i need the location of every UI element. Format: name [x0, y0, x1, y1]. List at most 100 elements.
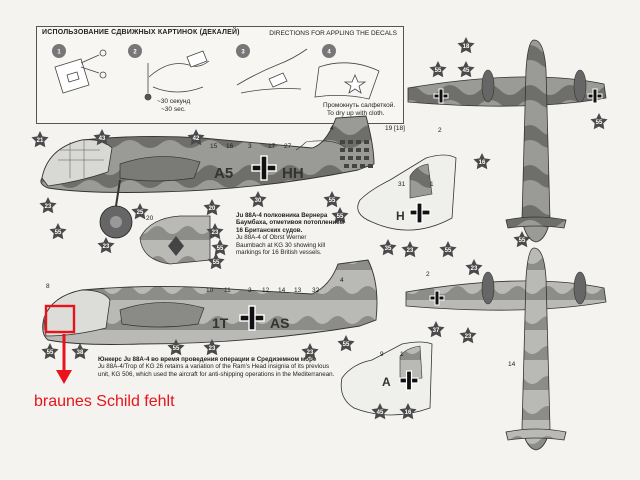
- svg-text:3: 3: [241, 50, 245, 56]
- lower-aircraft-side-view: 1T AS 8 10 11 3 12 14 13 32 4: [42, 259, 378, 384]
- svg-text:1: 1: [400, 351, 404, 358]
- svg-text:20: 20: [146, 215, 154, 222]
- decal-badge-55: 55: [323, 191, 341, 208]
- svg-text:2: 2: [426, 271, 430, 278]
- decal-badge-23: 23: [97, 237, 115, 254]
- decal-badge-23: 23: [301, 343, 319, 360]
- code-a5: A5: [214, 165, 233, 182]
- svg-text:27: 27: [284, 143, 292, 150]
- decal-badge-55: 55: [167, 339, 185, 356]
- decal-badge-label: 55: [343, 342, 350, 348]
- decal-badge-label: 23: [407, 248, 414, 254]
- decal-badge-23: 23: [203, 339, 221, 356]
- dry-text-en: To dry up with cloth.: [327, 110, 385, 117]
- svg-text:12: 12: [262, 287, 270, 294]
- decal-badge-label: 55: [47, 350, 54, 356]
- upper-aircraft-top-view: 2: [407, 39, 607, 243]
- decal-badge-label: 55: [217, 246, 224, 252]
- decal-badge-21: 21: [31, 131, 49, 148]
- svg-text:14: 14: [508, 361, 516, 368]
- step-2-badge: 2: [128, 44, 142, 58]
- decal-badge-55: 55: [429, 61, 447, 78]
- decal-badge-23: 23: [465, 259, 483, 276]
- missing-shield-annotation: braunes Schild fehlt: [34, 393, 175, 410]
- svg-text:2: 2: [133, 50, 137, 56]
- decal-badge-55: 55: [211, 239, 229, 256]
- svg-text:4: 4: [330, 125, 334, 132]
- decal-badge-55: 55: [331, 207, 349, 224]
- lower-caption: Юнкерс Ju 88A-4 во время проведения опер…: [98, 356, 335, 378]
- decal-badge-label: 23: [465, 334, 472, 340]
- decal-badge-label: 37: [433, 328, 440, 334]
- decal-badge-23: 23: [39, 197, 57, 214]
- decal-badge-label: 55: [55, 230, 62, 236]
- decal-badge-label: 55: [337, 214, 344, 220]
- decal-badge-label: 42: [193, 136, 200, 142]
- svg-text:1: 1: [430, 181, 434, 188]
- decal-badge-30: 30: [249, 191, 267, 208]
- code-as: AS: [270, 315, 289, 331]
- dry-text-ru: Промокнуть салфеткой.: [323, 101, 395, 109]
- svg-text:32: 32: [312, 287, 320, 294]
- decal-badge-16: 16: [473, 153, 491, 170]
- decal-badge-20: 20: [203, 199, 221, 216]
- decal-badge-label: 23: [471, 266, 478, 272]
- decal-badge-23: 23: [459, 327, 477, 344]
- decal-badge-label: 23: [209, 346, 216, 352]
- step-2-water-dish-icon: [144, 50, 210, 101]
- decal-badge-label: 55: [213, 260, 220, 266]
- decal-badge-55: 55: [439, 241, 457, 258]
- svg-text:16: 16: [226, 143, 234, 150]
- lower-part-numbers: 8 10 11 3 12 14 13 32 4: [46, 277, 344, 294]
- decal-badge-55: 55: [590, 113, 608, 130]
- decal-badge-label: 45: [377, 410, 384, 416]
- decal-badge-label: 23: [212, 230, 219, 236]
- svg-text:19 [18]: 19 [18]: [385, 125, 405, 132]
- decal-badge-38: 38: [71, 343, 89, 360]
- soak-time-ru: ~30 секунд: [157, 98, 190, 105]
- decal-badge-43: 43: [93, 129, 111, 146]
- decal-badge-55: 55: [41, 343, 59, 360]
- upper-nose-detail: 20: [139, 215, 211, 265]
- svg-text:1: 1: [57, 50, 61, 56]
- decal-badge-55: 55: [337, 335, 355, 352]
- decal-badge-55: 55: [49, 223, 67, 240]
- svg-text:31: 31: [398, 181, 406, 188]
- step-3-tweezers-icon: [236, 48, 308, 94]
- decal-badge-label: 38: [77, 350, 84, 356]
- decal-badge-16: 16: [399, 403, 417, 420]
- balkenkreuz-upper: [251, 155, 277, 181]
- code-1t: 1T: [212, 315, 229, 331]
- balkenkreuz-lower: [239, 305, 265, 331]
- step-4-badge: 4: [322, 44, 336, 58]
- step-1-badge: 1: [52, 44, 66, 58]
- svg-text:8: 8: [46, 283, 50, 290]
- decal-directions-box: ИСПОЛЬЗОВАНИЕ СДВИЖНЫХ КАРТИНОК (ДЕКАЛЕЙ…: [36, 26, 404, 124]
- svg-text:17: 17: [268, 143, 276, 150]
- missing-shield-highlight: [44, 304, 76, 334]
- step-3-badge: 3: [236, 44, 250, 58]
- upper-part-numbers: 15 16 3 17 27 4 19 [18]: [210, 125, 405, 150]
- decal-badge-label: 23: [307, 350, 314, 356]
- decal-badge-label: 55: [445, 248, 452, 254]
- decal-badge-45: 45: [457, 61, 475, 78]
- decal-badge-37: 37: [427, 321, 445, 338]
- decal-badge-label: 55: [435, 68, 442, 74]
- decal-badge-45: 45: [371, 403, 389, 420]
- decal-badge-label: 25: [137, 210, 144, 216]
- svg-text:3: 3: [248, 143, 252, 150]
- decal-badge-label: 23: [103, 244, 110, 250]
- decal-badge-label: 16: [479, 160, 486, 166]
- soak-time-en: ~30 sec.: [161, 106, 186, 113]
- lower-tail-detail: A 9 1: [340, 341, 433, 416]
- decal-badge-25: 25: [131, 203, 149, 220]
- kill-markings: [340, 140, 373, 168]
- decal-badge-label: 55: [596, 120, 603, 126]
- decal-badge-label: 30: [255, 198, 262, 204]
- svg-text:10: 10: [206, 287, 214, 294]
- decal-badge-label: 21: [37, 138, 44, 144]
- decal-badge-23: 23: [401, 241, 419, 258]
- step-1-scissors-icon: [54, 49, 107, 94]
